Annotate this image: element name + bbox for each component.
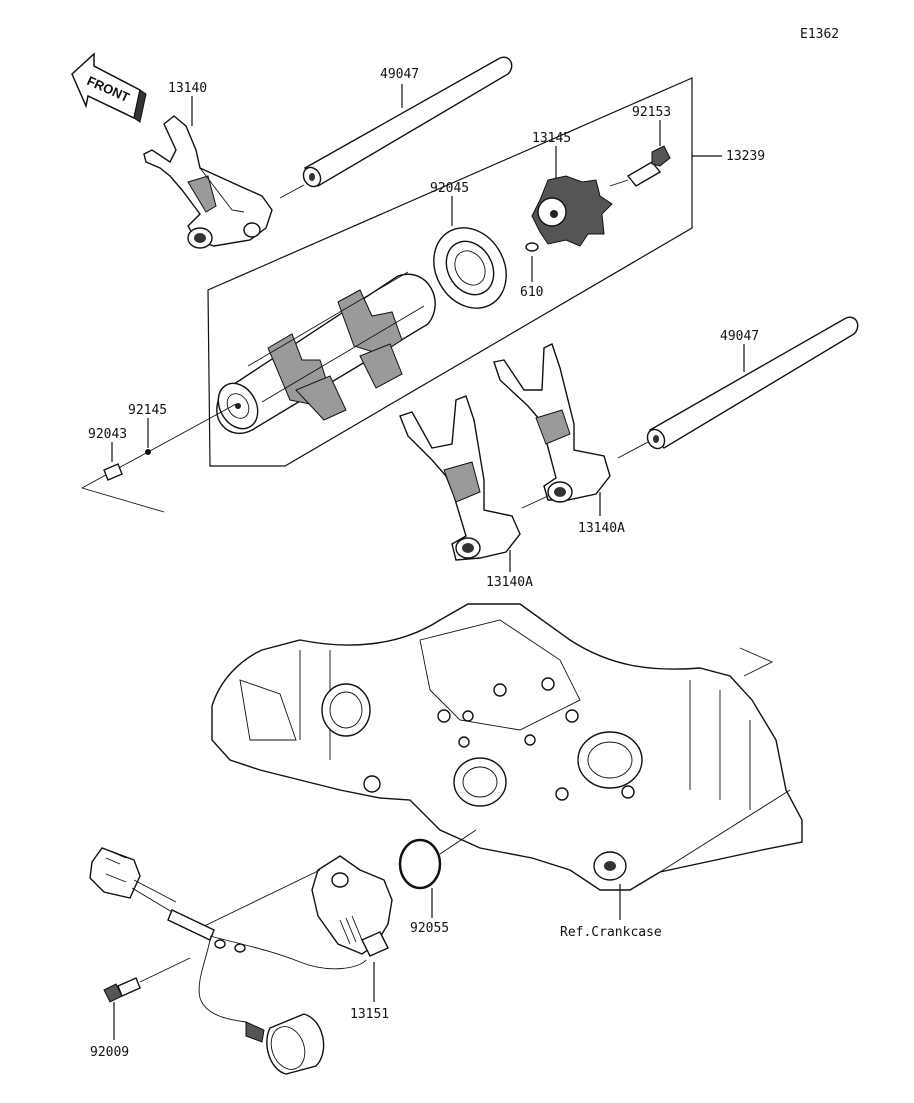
label-92045: 92045 [430,181,469,196]
bearing-92045 [433,227,507,309]
upper-shift-rod [302,56,513,188]
label-13140: 13140 [168,81,207,96]
label-13140a-right: 13140A [578,521,625,536]
label-49047-lower: 49047 [720,329,759,344]
bolt-92009 [103,977,141,1003]
pin-92043 [103,463,123,481]
label-92145: 92145 [128,403,167,418]
sensor-head [245,1013,325,1075]
gear-position-sensor-13151 [167,855,393,1023]
label-92043: 92043 [88,427,127,442]
spring-92145 [145,449,151,455]
o-ring-92055 [398,838,442,890]
bolt-92153 [626,145,671,187]
assembly-outline [207,77,693,467]
shift-fork-13140 [143,115,273,249]
diagram-id: E1362 [800,27,839,42]
label-49047-upper: 49047 [380,67,419,82]
label-ref-crankcase: Ref.Crankcase [560,925,662,940]
shift-fork-13140a-left [399,395,521,561]
segment-plate-13145 [531,175,613,247]
label-13239: 13239 [726,149,765,164]
shift-fork-13140a-right [493,343,611,503]
label-13151: 13151 [350,1007,389,1022]
front-arrow-icon: FRONT [71,52,147,123]
label-13140a-left: 13140A [486,575,533,590]
shift-drum [216,271,436,435]
label-13145: 13145 [532,131,571,146]
pin-610 [525,242,539,252]
label-610: 610 [520,285,543,300]
label-92055: 92055 [410,921,449,936]
crankcase-reference [211,603,803,891]
label-92153: 92153 [632,105,671,120]
lower-shift-rod [646,316,859,450]
label-92009: 92009 [90,1045,129,1060]
sensor-connector [89,847,177,913]
